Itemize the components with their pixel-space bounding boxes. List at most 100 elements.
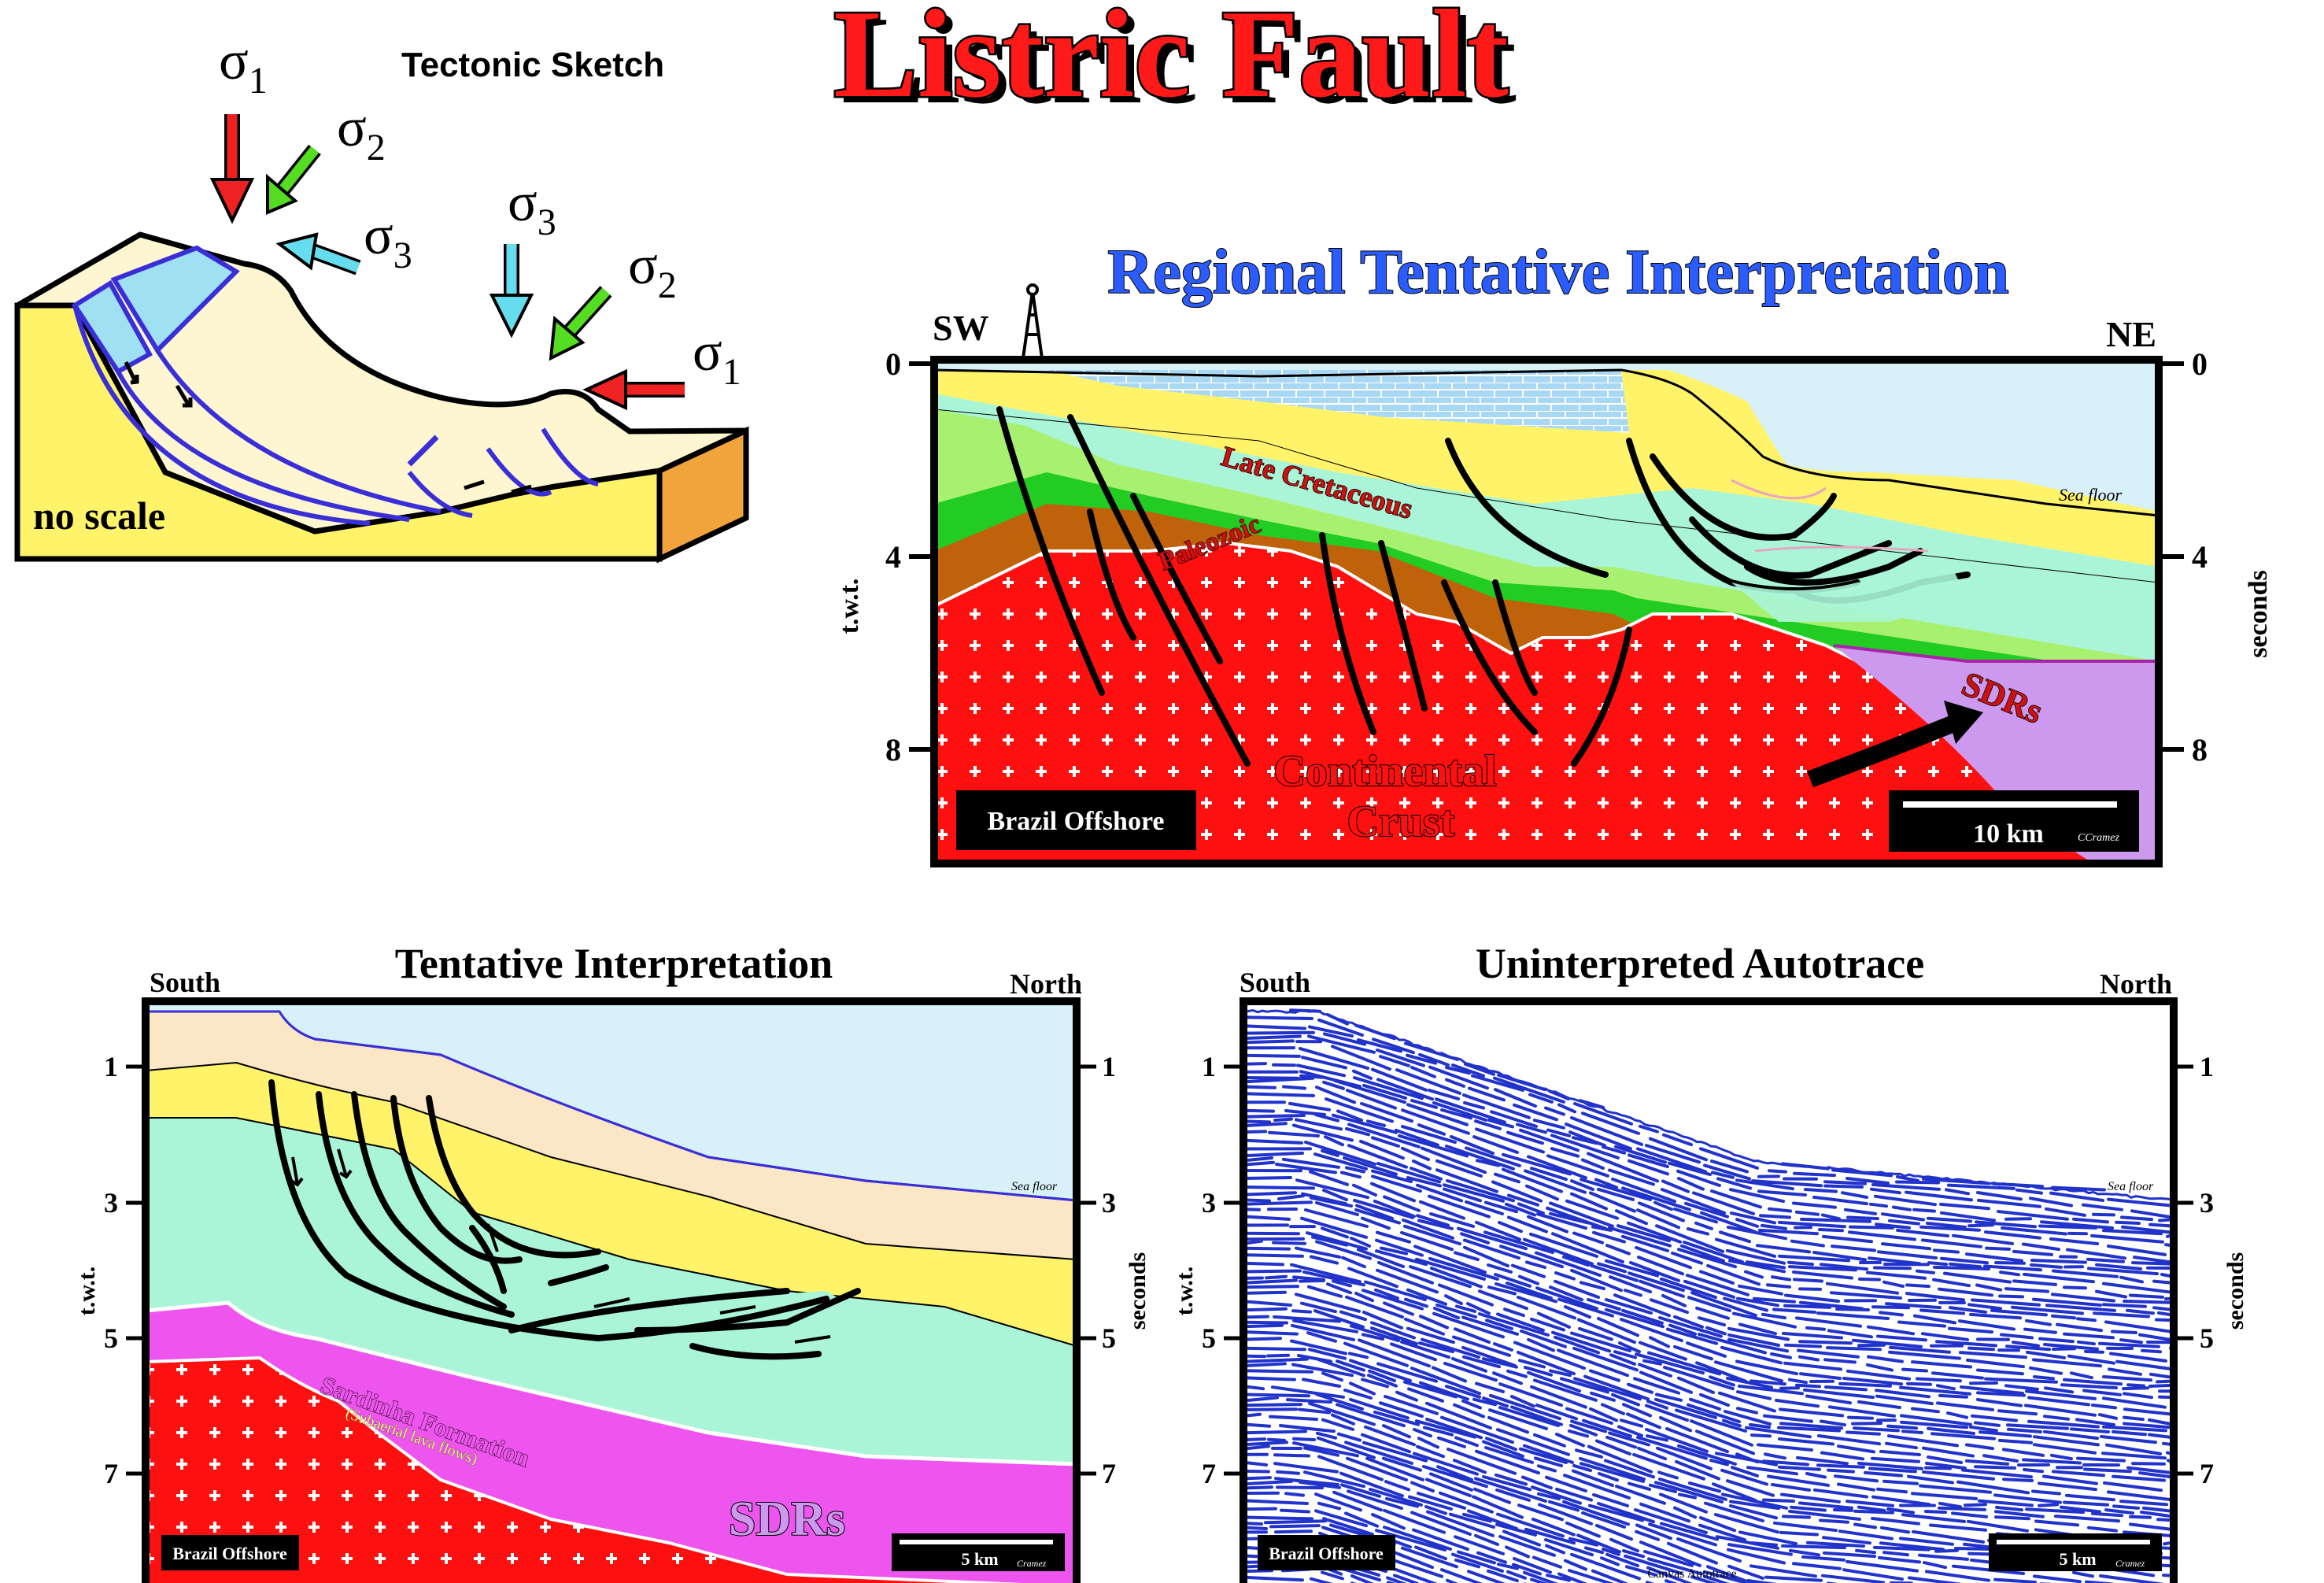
regional-sea-floor-label: Sea floor (2059, 485, 2122, 505)
fault-arrow-3 (464, 479, 485, 490)
main-title-group: Listric Fault Listric Fault (832, 0, 1517, 130)
fault-arrow-1 (124, 361, 139, 385)
tentative-tick-left-3: 3 (104, 1187, 118, 1219)
continental-label: Continental (1273, 747, 1496, 796)
tentative-right-label: North (1010, 968, 1082, 1000)
listric-fault-4 (407, 471, 473, 518)
tentative-axis-left-title: t.w.t. (74, 1267, 100, 1316)
tentative-scale-bar (900, 1540, 1053, 1544)
sigma2-arrow-left (266, 144, 321, 216)
sigma1-arrow-left (209, 114, 255, 224)
tentative-location-label: Brazil Offshore (172, 1544, 287, 1563)
autotrace-axis-left: 1 3 5 7 (1202, 1051, 1243, 1489)
canvas-autotrace-label: Canvas Autotrace (1647, 1567, 1736, 1581)
autotrace-tick-left-5: 5 (1202, 1322, 1216, 1354)
regional-title: Regional Tentative Interpretation (1107, 238, 2008, 307)
tentative-axis-right: 1 3 5 7 (1077, 1051, 1116, 1489)
tentative-tick-left-1: 1 (104, 1051, 118, 1082)
tentative-axis-left: 1 3 5 7 (104, 1051, 146, 1489)
autotrace-tick-left-3: 3 (1202, 1187, 1216, 1219)
tectonic-sketch-label: Tectonic Sketch (401, 46, 664, 84)
autotrace-title: Uninterpreted Autotrace (1476, 940, 1924, 987)
tentative-title: Tentative Interpretation (395, 940, 833, 987)
regional-tick-right-8: 8 (2192, 732, 2208, 767)
autotrace-section: Uninterpreted Autotrace South North 1 3 … (1172, 940, 2248, 1583)
regional-tick-left-0: 0 (885, 346, 901, 382)
sigma3-arrow-right (489, 244, 534, 338)
autotrace-tick-left-1: 1 (1202, 1051, 1216, 1082)
regional-right-label: NE (2106, 314, 2156, 354)
regional-tick-left-8: 8 (885, 732, 901, 767)
sigma1-arrow-right (582, 368, 685, 411)
sigma3-arrow-left (275, 232, 361, 276)
tentative-tick-right-1: 1 (1102, 1051, 1116, 1082)
regional-section: Regional Tentative Interpretation (835, 237, 2273, 867)
listric-fault-6 (541, 427, 599, 486)
regional-tick-left-4: 4 (885, 539, 901, 575)
sigma3-label-left: σ3 (364, 205, 412, 276)
regional-scale-bar (1903, 801, 2117, 808)
regional-tick-right-0: 0 (2192, 346, 2208, 382)
tentative-tick-left-5: 5 (104, 1322, 118, 1354)
main-title-shadow: Listric Fault (841, 0, 1517, 130)
tentative-section: Tentative Interpretation South North (74, 940, 1151, 1583)
regional-credit: CCramez (2078, 832, 2119, 844)
sigma2-arrow-right (549, 286, 612, 361)
autotrace-tick-right-5: 5 (2200, 1322, 2214, 1354)
fault-arrow-2 (175, 384, 193, 408)
listric-fault-3 (155, 349, 442, 514)
autotrace-left-label: South (1240, 967, 1310, 998)
autotrace-axis-left-title: t.w.t. (1172, 1267, 1198, 1316)
autotrace-tick-left-7: 7 (1202, 1458, 1216, 1489)
tentative-tick-right-5: 5 (1102, 1322, 1116, 1354)
tentative-frame (142, 997, 1081, 1583)
autotrace-tick-right-3: 3 (2200, 1187, 2214, 1219)
tentative-tick-left-7: 7 (104, 1458, 118, 1489)
sigma2-label-right: σ2 (628, 235, 677, 306)
listric-fault-1 (72, 305, 371, 526)
tentative-tick-right-3: 3 (1102, 1187, 1116, 1219)
tentative-scale-label: 5 km (961, 1549, 998, 1569)
autotrace-sea-floor-label: Sea floor (2108, 1180, 2154, 1193)
tilted-block-1 (71, 279, 153, 375)
tentative-sea-floor-label: Sea floor (1011, 1180, 1058, 1193)
regional-location-label: Brazil Offshore (987, 807, 1164, 836)
autotrace-axis-right-title: seconds (2222, 1252, 2248, 1330)
seismic-traces (1243, 1008, 2174, 1583)
no-scale-label: no scale (33, 494, 165, 538)
regional-frame (930, 356, 2163, 867)
tentative-tick-right-7: 7 (1102, 1458, 1116, 1489)
regional-axis-right-title: seconds (2244, 570, 2273, 657)
fault-arrow-4 (511, 484, 532, 494)
autotrace-location-label: Brazil Offshore (1269, 1544, 1384, 1563)
tectonic-sketch: σ1 σ2 σ3 σ3 σ2 σ1 Tectonic Sketch no sca… (14, 31, 749, 564)
autotrace-scale-bar (1997, 1540, 2150, 1544)
sigma1-label-left: σ1 (219, 31, 268, 102)
tentative-sdrs-label: SDRs (729, 1492, 845, 1546)
regional-scale-box (1889, 790, 2139, 852)
listric-fault-2 (116, 370, 410, 522)
autotrace-location-box (1258, 1535, 1395, 1570)
tentative-axis-right-title: seconds (1125, 1252, 1151, 1330)
regional-axis-left: 0 4 8 (885, 346, 934, 767)
tentative-credit: Cramez (1017, 1558, 1047, 1569)
crust-label: Crust (1347, 797, 1455, 846)
regional-axis-right: 0 4 8 (2159, 346, 2208, 767)
autotrace-frame (1240, 997, 2178, 1583)
autotrace-axis-right: 1 3 5 7 (2174, 1051, 2214, 1489)
autotrace-credit: Cramez (2115, 1558, 2145, 1569)
autotrace-scale-label: 5 km (2059, 1549, 2096, 1569)
regional-scale-label: 10 km (1973, 819, 2044, 849)
main-title: Listric Fault (833, 0, 1509, 124)
sigma1-label-right: σ1 (693, 322, 741, 393)
regional-left-label: SW (933, 308, 989, 348)
regional-tick-right-4: 4 (2192, 539, 2208, 575)
regional-axis-left-title: t.w.t. (835, 579, 864, 634)
tentative-location-box (161, 1535, 299, 1570)
autotrace-right-label: North (2100, 968, 2172, 1000)
fault-trace-top (407, 435, 439, 467)
tentative-left-label: South (150, 967, 220, 998)
regional-location-box (956, 790, 1196, 850)
tilted-block-2 (110, 245, 240, 354)
oil-derrick-icon (1022, 283, 1044, 359)
